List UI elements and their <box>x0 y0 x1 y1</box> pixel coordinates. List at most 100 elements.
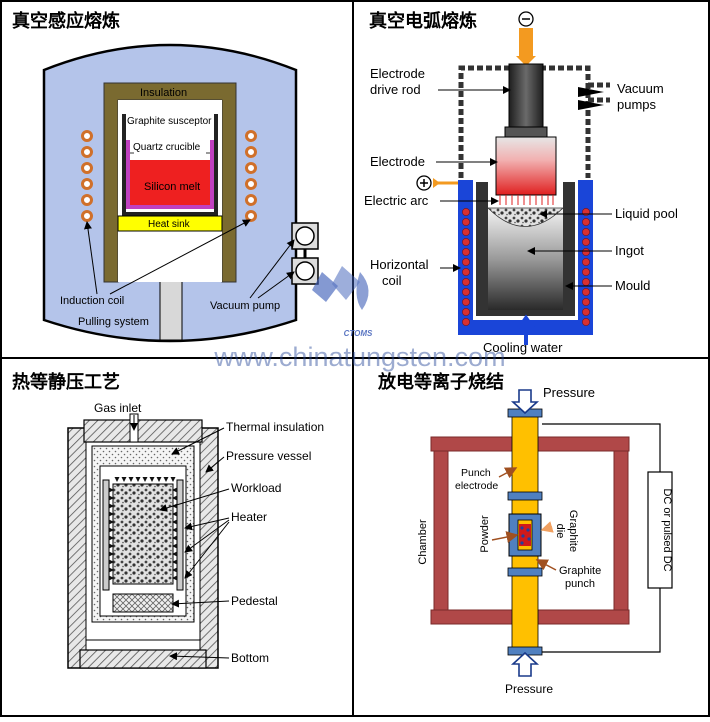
insulation-label: Insulation <box>140 87 187 99</box>
pressure-arrow <box>121 477 127 482</box>
graphite-susceptor-label: Graphite susceptor <box>127 116 212 127</box>
horizontal-coil-turn <box>582 318 590 326</box>
pedestal-label: Pedestal <box>231 594 278 608</box>
induction-coil-turn <box>81 178 93 190</box>
induction-coil-left <box>81 130 93 222</box>
graphite-punch-label-2: punch <box>565 578 595 590</box>
horizontal-coil-right <box>582 208 590 326</box>
horizontal-coil-turn <box>582 258 590 266</box>
induction-coil-turn <box>81 194 93 206</box>
bottom-label: Bottom <box>231 651 269 665</box>
pressure-arrow <box>172 567 177 573</box>
pressure-top-label: Pressure <box>543 385 595 400</box>
induction-coil-turn <box>81 130 93 142</box>
induction-coil-label: Induction coil <box>60 295 124 307</box>
pressure-arrow <box>135 477 141 482</box>
pressure-arrow <box>114 477 120 482</box>
electrode-drive-rod <box>508 63 544 135</box>
watermark-logo-text: CTOMS <box>344 329 373 338</box>
induction-coil-turn <box>245 146 257 158</box>
watermark-url: www.chinatungsten.com <box>213 342 505 372</box>
horizontal-coil-turn <box>462 268 470 276</box>
panel-arc: 真空电弧熔炼 <box>364 10 678 355</box>
pressure-arrow <box>109 535 114 541</box>
horizontal-coil-turn <box>582 278 590 286</box>
induction-coil-turn <box>245 210 257 222</box>
pressure-arrow <box>163 477 169 482</box>
graphite-punch-label-1: Graphite <box>559 565 601 577</box>
horizontal-coil-turn <box>582 298 590 306</box>
pressure-arrow <box>142 477 148 482</box>
pressure-arrow <box>109 511 114 517</box>
horizontal-coil-turn <box>582 308 590 316</box>
electrode-drive-rod-label-2: drive rod <box>370 82 421 97</box>
horizontal-coil-turn <box>462 248 470 256</box>
induction-coil-turn <box>81 210 93 222</box>
pressure-arrow <box>109 559 114 565</box>
pressure-arrow <box>172 559 177 565</box>
panel-hip: 热等静压工艺 Gas inlet Thermal insulation Pres… <box>12 371 324 669</box>
electric-arc-label: Electric arc <box>364 193 429 208</box>
pressure-arrow <box>172 551 177 557</box>
horizontal-coil-turn <box>462 258 470 266</box>
thermal-insulation-label: Thermal insulation <box>226 420 324 434</box>
horizontal-coil-turn <box>462 278 470 286</box>
pressure-vessel-label: Pressure vessel <box>226 449 311 463</box>
horizontal-coil-turn <box>582 248 590 256</box>
orange-connector <box>519 28 533 58</box>
heater-elements <box>102 479 184 591</box>
vacuum-arrow-upper <box>578 87 604 97</box>
vacuum-pumps-label-1: Vacuum <box>617 81 664 96</box>
gas-inlet-label: Gas inlet <box>94 401 142 415</box>
horizontal-coil-turn <box>582 228 590 236</box>
watermark: CTOMS www.chinatungsten.com <box>213 266 506 372</box>
horizontal-coil-turn <box>462 238 470 246</box>
panel-induction: 真空感应熔炼 Insulation Graphite susceptor Qua… <box>12 10 319 343</box>
sps-title: 放电等离子烧结 <box>377 371 504 393</box>
horizontal-coil-turn <box>462 298 470 306</box>
pulling-system-label: Pulling system <box>78 316 149 328</box>
workload <box>112 483 174 585</box>
induction-coil-turn <box>81 146 93 158</box>
pressure-arrow-bottom <box>510 651 540 677</box>
heat-sink-label: Heat sink <box>148 219 191 230</box>
watermark-logo <box>312 266 369 310</box>
electrode-drive-rod-label-1: Electrode <box>370 66 425 81</box>
pressure-arrow <box>172 495 177 501</box>
pressure-arrow <box>172 487 177 493</box>
pressure-arrow <box>172 519 177 525</box>
panel-sps: 放电等离子烧结 DC or pulsed DC <box>377 371 673 696</box>
pressure-arrow <box>109 543 114 549</box>
electrode-label: Electrode <box>370 154 425 169</box>
induction-coil-turn <box>245 178 257 190</box>
pressure-arrow <box>109 495 114 501</box>
horizontal-coil-turn <box>582 288 590 296</box>
pressure-arrow <box>172 527 177 533</box>
cooling-water-arrow <box>517 314 535 345</box>
induction-coil-right <box>245 130 257 222</box>
pressure-arrow <box>109 551 114 557</box>
cooling-water-label: Cooling water <box>483 340 563 355</box>
graphite-die-label-2: die <box>554 524 566 539</box>
pressure-arrow <box>109 527 114 533</box>
pressure-arrow <box>172 543 177 549</box>
vacuum-pumps-label-2: pumps <box>617 97 657 112</box>
chamber-label: Chamber <box>417 519 429 565</box>
vessel-top-cap <box>83 419 203 443</box>
induction-coil-turn <box>245 162 257 174</box>
pressure-arrow <box>170 477 176 482</box>
pressure-arrow <box>149 477 155 482</box>
heat-sink <box>117 215 223 232</box>
punch-electrode-label-1: Punch <box>461 467 491 479</box>
arc-title: 真空电弧熔炼 <box>369 10 477 32</box>
workload-label: Workload <box>231 481 281 495</box>
induction-coil-turn <box>245 194 257 206</box>
pressure-arrow <box>172 575 177 581</box>
pedestal <box>112 593 174 613</box>
powder-label: Powder <box>479 515 491 553</box>
horizontal-coil-turn <box>462 308 470 316</box>
horizontal-coil-turn <box>582 208 590 216</box>
liquid-pool-label: Liquid pool <box>615 206 678 221</box>
